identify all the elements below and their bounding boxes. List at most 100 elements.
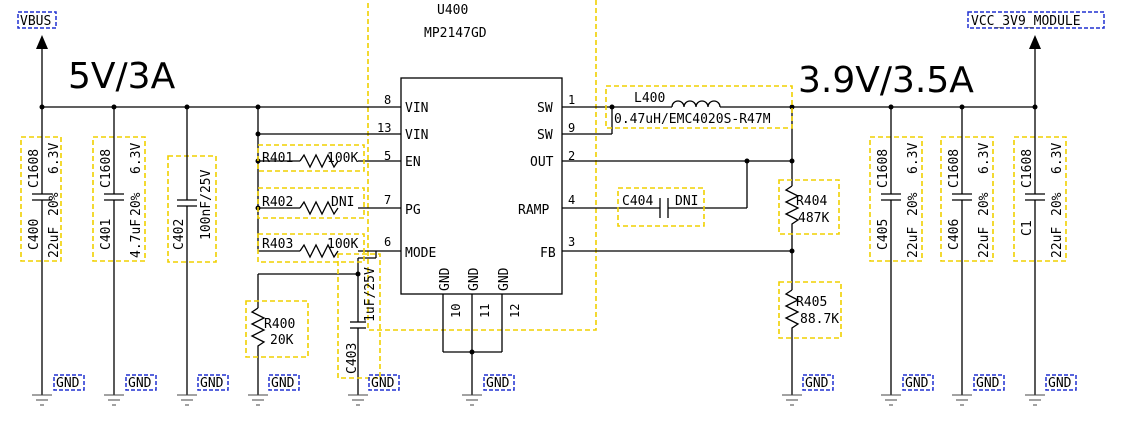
gnd-label: GND	[200, 376, 224, 391]
cap-c401[interactable]: C1608 C401 6.3V 20% 4.7uF	[92, 107, 146, 395]
r404-ref: R404	[796, 194, 827, 209]
output-wiring	[562, 104, 1038, 395]
c1-tol: 20%	[1050, 192, 1065, 216]
resistor-r400[interactable]: R400 20K	[245, 300, 309, 358]
r401-ref: R401	[262, 151, 293, 166]
c406-tol: 20%	[977, 192, 992, 216]
ic-gnd-wiring	[442, 294, 503, 395]
gnd-label: GND	[486, 376, 510, 391]
pin-name-pg: PG	[405, 203, 421, 218]
gnd-label: GND	[905, 376, 929, 391]
c1-volt: 6.3V	[1050, 143, 1065, 174]
pin-name-fb: FB	[540, 246, 556, 261]
pin-num-12: 12	[508, 304, 522, 318]
c406-pkg: C1608	[947, 149, 962, 188]
vbus-net: VBUS	[17, 11, 57, 107]
c402-value: 100nF/25V	[199, 169, 214, 240]
pin-num-4: 4	[568, 193, 575, 207]
pin-name-gnd-11: GND	[467, 267, 482, 291]
cap-c404[interactable]: C404 DNI	[617, 187, 705, 227]
gnd-label: GND	[271, 376, 295, 391]
pin-num-13: 13	[377, 121, 391, 135]
resistor-r402[interactable]: R402 DNI	[257, 187, 365, 219]
gnd-symbols	[32, 394, 1045, 406]
cap-c405[interactable]: C1608 C405 6.3V 20% 22uF	[869, 107, 923, 395]
input-wiring	[39, 104, 401, 395]
pin-num-11: 11	[478, 304, 492, 318]
c405-value: 22uF	[906, 227, 921, 258]
c405-pkg: C1608	[876, 149, 891, 188]
l400-value: 0.47uH/EMC4020S-R47M	[614, 112, 771, 127]
c400-value: 22uF	[47, 227, 62, 258]
c400-volt: 6.3V	[47, 143, 62, 174]
c404-value: DNI	[675, 194, 698, 209]
gnd-label: GND	[1048, 376, 1072, 391]
r402-value: DNI	[331, 195, 354, 210]
c406-volt: 6.3V	[977, 143, 992, 174]
gnd-symbol	[32, 394, 52, 406]
gnd-label: GND	[371, 376, 395, 391]
pin-name-vin-8: VIN	[405, 101, 428, 116]
resistor-r401[interactable]: R401 100K	[257, 144, 365, 172]
c403-value: 1uF/25V	[363, 267, 378, 322]
pin-num-3: 3	[568, 235, 575, 249]
resistor-r403[interactable]: R403 100K	[257, 233, 365, 263]
gnd-symbol	[104, 394, 124, 406]
r400-ref: R400	[264, 317, 295, 332]
cap-c402[interactable]: C402 100nF/25V	[167, 107, 217, 395]
c406-ref: C406	[947, 219, 962, 250]
l400-ref: L400	[634, 91, 665, 106]
c406-value: 22uF	[977, 227, 992, 258]
gnd-label: GND	[128, 376, 152, 391]
vbus-label: VBUS	[20, 14, 51, 29]
pin-name-sw-9: SW	[537, 128, 553, 143]
pin-num-2: 2	[568, 149, 575, 163]
gnd-symbol	[881, 394, 901, 406]
resistor-r404[interactable]: R404 487K	[778, 179, 840, 235]
cap-c406[interactable]: C1608 C406 6.3V 20% 22uF	[940, 107, 994, 395]
cap-c400[interactable]: C1608 C400 6.3V 20% 22uF	[20, 107, 62, 395]
resistor-r405[interactable]: R405 88.7K	[778, 281, 842, 339]
c401-tol: 20%	[129, 192, 144, 216]
c401-volt: 6.3V	[129, 143, 144, 174]
c404-ref: C404	[622, 194, 653, 209]
pin-num-9: 9	[568, 121, 575, 135]
r405-ref: R405	[796, 295, 827, 310]
r403-value: 100K	[327, 237, 358, 252]
pin-name-gnd-12: GND	[497, 267, 512, 291]
cap-c1[interactable]: C1608 C1 6.3V 20% 22uF	[1013, 107, 1067, 395]
c400-pkg: C1608	[27, 149, 42, 188]
pin-name-ramp: RAMP	[518, 203, 549, 218]
pin-name-en: EN	[405, 155, 421, 170]
pin-num-8: 8	[384, 93, 391, 107]
r404-value: 487K	[798, 211, 829, 226]
c402-ref: C402	[172, 219, 187, 250]
ic-u400[interactable]: U400 MP2147GD VIN VIN EN PG MODE 8 13 5 …	[367, 0, 597, 331]
pin-num-5: 5	[384, 149, 391, 163]
c1-ref: C1	[1020, 220, 1035, 236]
inductor-l400[interactable]: L400 0.47uH/EMC4020S-R47M	[605, 85, 793, 129]
pin-num-10: 10	[449, 304, 463, 318]
pin-name-vin-13: VIN	[405, 128, 428, 143]
c401-pkg: C1608	[99, 149, 114, 188]
gnd-symbol	[248, 394, 268, 406]
c400-ref: C400	[27, 219, 42, 250]
c1-pkg: C1608	[1020, 149, 1035, 188]
vout-net: VCC_3V9_MODULE	[967, 11, 1105, 107]
c405-volt: 6.3V	[906, 143, 921, 174]
pin-num-1: 1	[568, 93, 575, 107]
gnd-symbol	[1025, 394, 1045, 406]
c1-value: 22uF	[1050, 227, 1065, 258]
output-rating: 3.9V/3.5A	[798, 60, 974, 101]
pin-name-gnd-10: GND	[438, 267, 453, 291]
gnd-labels: GND GND GND GND GND GND GND GND GND GND	[53, 374, 1077, 391]
c403-ref: C403	[345, 343, 360, 374]
c405-ref: C405	[876, 219, 891, 250]
c401-value: 4.7uF	[129, 219, 144, 258]
cap-c403[interactable]: C403 1uF/25V	[337, 253, 381, 379]
r405-value: 88.7K	[800, 312, 839, 327]
vout-label: VCC_3V9_MODULE	[971, 14, 1081, 29]
input-rating: 5V/3A	[68, 56, 176, 97]
pin-name-sw-1: SW	[537, 101, 553, 116]
